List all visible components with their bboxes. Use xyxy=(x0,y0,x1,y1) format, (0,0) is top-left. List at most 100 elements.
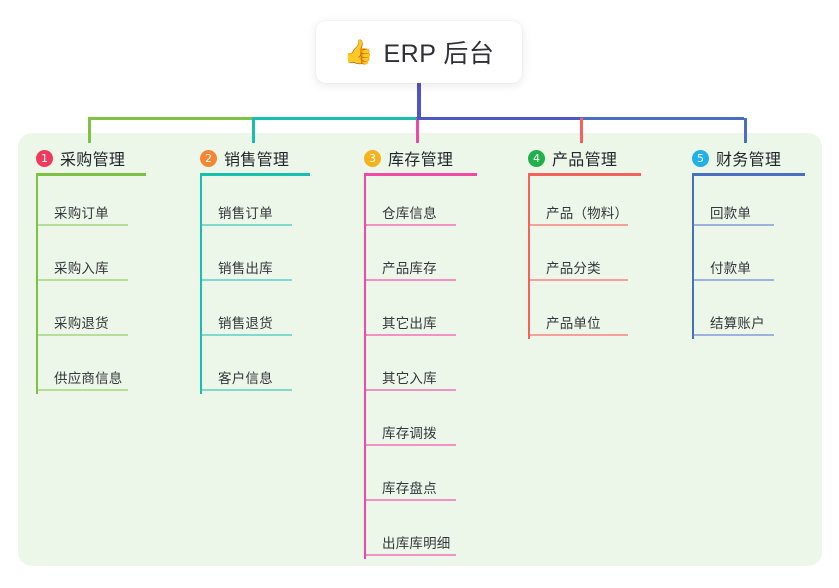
menu-item-label: 采购退货 xyxy=(54,316,109,331)
category-spine xyxy=(36,173,38,394)
menu-item-label: 仓库信息 xyxy=(382,206,437,221)
category-title: 产品管理 xyxy=(552,152,618,169)
menu-item[interactable]: 产品单位 xyxy=(510,286,670,341)
category-item-list: 销售订单销售出库销售退货客户信息 xyxy=(182,176,337,396)
menu-item-label: 供应商信息 xyxy=(54,371,123,386)
root-connector-stem xyxy=(417,83,421,120)
number-badge-icon: 3 xyxy=(364,149,381,167)
menu-item-underline xyxy=(364,279,456,281)
menu-item-underline xyxy=(364,224,456,226)
connector-drop-stem xyxy=(580,118,583,143)
menu-item[interactable]: 其它出库 xyxy=(346,286,506,341)
menu-item[interactable]: 出库库明细 xyxy=(346,506,506,561)
connector-drop-stem xyxy=(88,118,91,143)
menu-item-underline xyxy=(528,334,628,336)
menu-item-label: 结算账户 xyxy=(710,316,765,331)
menu-item-label: 库存调拨 xyxy=(382,426,437,441)
category-underline xyxy=(200,173,310,176)
category-underline xyxy=(36,173,146,176)
menu-item-underline xyxy=(364,499,456,501)
category-item-list: 仓库信息产品库存其它出库其它入库库存调拨库存盘点出库库明细 xyxy=(346,176,506,561)
menu-item-label: 采购订单 xyxy=(54,206,109,221)
number-badge-icon: 1 xyxy=(36,149,53,167)
connector-bus-segment xyxy=(252,117,416,120)
menu-item[interactable]: 产品库存 xyxy=(346,231,506,286)
menu-item[interactable]: 销售退货 xyxy=(182,286,337,341)
menu-item[interactable]: 结算账户 xyxy=(674,286,804,341)
number-badge-icon: 4 xyxy=(528,149,545,167)
category-header-3[interactable]: 3 库存管理 xyxy=(346,143,506,176)
thumbs-up-icon: 👍 xyxy=(343,39,374,66)
menu-item-underline xyxy=(36,389,128,391)
category-item-list: 产品（物料） 产品分类产品单位 xyxy=(510,176,670,341)
category-header-4[interactable]: 4 产品管理 xyxy=(510,143,670,176)
menu-item[interactable]: 销售订单 xyxy=(182,176,337,231)
category-underline xyxy=(528,173,641,176)
menu-item[interactable]: 产品（物料） xyxy=(510,176,670,231)
category-title: 采购管理 xyxy=(60,152,126,169)
connector-bus-segment xyxy=(580,117,744,120)
menu-item[interactable]: 其它入库 xyxy=(346,341,506,396)
root-node-title-card[interactable]: 👍 ERP 后台 xyxy=(316,21,522,83)
menu-item[interactable]: 回款单 xyxy=(674,176,804,231)
category-underline xyxy=(692,173,805,176)
menu-item-label: 销售退货 xyxy=(218,316,273,331)
menu-item[interactable]: 产品分类 xyxy=(510,231,670,286)
category-spine xyxy=(528,173,530,339)
category-column: 4 产品管理产品（物料） 产品分类产品单位 xyxy=(510,143,670,341)
menu-item-underline xyxy=(528,279,628,281)
menu-item-label: 其它出库 xyxy=(382,316,437,331)
menu-item-underline xyxy=(36,224,128,226)
connector-drop-stem xyxy=(252,118,255,143)
connector-drop-stem xyxy=(416,118,419,143)
menu-item-underline xyxy=(364,554,456,556)
category-spine xyxy=(200,173,202,394)
menu-item[interactable]: 采购退货 xyxy=(18,286,173,341)
menu-item-label: 产品（物料） xyxy=(546,206,629,221)
menu-item[interactable]: 采购订单 xyxy=(18,176,173,231)
menu-item-underline xyxy=(528,224,628,226)
category-title: 库存管理 xyxy=(388,152,454,169)
menu-item-underline xyxy=(692,279,774,281)
menu-item[interactable]: 客户信息 xyxy=(182,341,337,396)
number-badge-icon: 2 xyxy=(200,149,217,167)
category-header-1[interactable]: 1 采购管理 xyxy=(18,143,173,176)
page-title: ERP 后台 xyxy=(383,40,495,68)
menu-item[interactable]: 销售出库 xyxy=(182,231,337,286)
menu-item[interactable]: 采购入库 xyxy=(18,231,173,286)
menu-item-underline xyxy=(692,224,774,226)
menu-item[interactable]: 仓库信息 xyxy=(346,176,506,231)
category-spine xyxy=(692,173,694,339)
category-item-list: 采购订单采购入库采购退货供应商信息 xyxy=(18,176,173,396)
menu-item-label: 销售出库 xyxy=(218,261,273,276)
menu-item-underline xyxy=(692,334,774,336)
category-item-list: 回款单付款单结算账户 xyxy=(674,176,804,341)
category-underline xyxy=(364,173,477,176)
menu-item-underline xyxy=(200,389,292,391)
connector-bus-segment xyxy=(416,117,580,120)
menu-item-label: 客户信息 xyxy=(218,371,273,386)
diagram-panel-background xyxy=(18,133,822,566)
menu-item[interactable]: 付款单 xyxy=(674,231,804,286)
menu-item-underline xyxy=(364,444,456,446)
menu-item-label: 产品库存 xyxy=(382,261,437,276)
menu-item-underline xyxy=(364,389,456,391)
menu-item-label: 回款单 xyxy=(710,206,752,221)
category-column: 3 库存管理仓库信息产品库存其它出库其它入库库存调拨库存盘点出库库明细 xyxy=(346,143,506,561)
menu-item[interactable]: 库存调拨 xyxy=(346,396,506,451)
menu-item-label: 产品单位 xyxy=(546,316,601,331)
menu-item[interactable]: 供应商信息 xyxy=(18,341,173,396)
menu-item-underline xyxy=(36,334,128,336)
category-column: 1 采购管理采购订单采购入库采购退货供应商信息 xyxy=(18,143,173,396)
menu-item-underline xyxy=(200,279,292,281)
menu-item[interactable]: 库存盘点 xyxy=(346,451,506,506)
menu-item-label: 付款单 xyxy=(710,261,752,276)
menu-item-underline xyxy=(200,334,292,336)
connector-drop-stem xyxy=(744,118,747,143)
number-badge-icon: 5 xyxy=(692,149,709,167)
